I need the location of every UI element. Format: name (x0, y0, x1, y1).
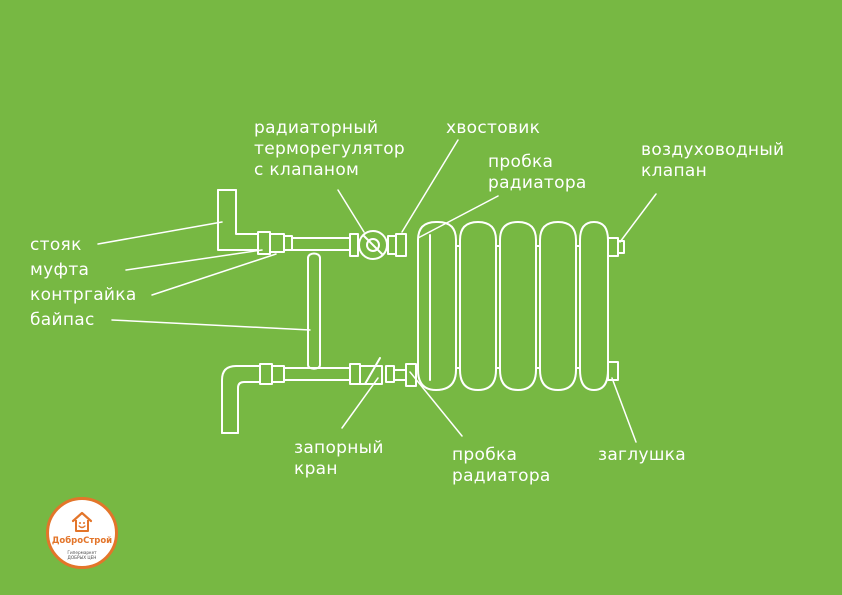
label-line: клапан (641, 161, 707, 181)
top-supply-pipe (291, 237, 351, 251)
label-line: с клапаном (254, 160, 360, 180)
end-cap (607, 361, 619, 381)
brand-logo: ДоброСтрой Гипермаркет ДОБРЫХ ЦЕН (46, 497, 118, 569)
label-line: пробка (488, 152, 554, 172)
label-line: муфта (30, 260, 90, 280)
label-line: радиатора (488, 173, 587, 193)
label-coupling: муфта (30, 260, 89, 281)
logo-tagline-line: ДОБРЫХ ЦЕН (67, 555, 97, 560)
logo-brand-name: ДоброСтрой (51, 536, 113, 546)
label-tail-piece: хвостовик (446, 118, 540, 139)
house-smile-icon (71, 511, 93, 532)
label-end-cap: заглушка (598, 445, 686, 466)
label-radiator-plug-top: пробка радиатора (488, 152, 587, 194)
label-thermostatic-valve: радиаторный терморегулятор с клапаном (254, 118, 405, 181)
label-line: стояк (30, 235, 82, 255)
label-line: контргайка (30, 285, 137, 305)
radiator-body (417, 221, 609, 391)
label-radiator-plug-bottom: пробка радиатора (452, 445, 551, 487)
logo-tagline: Гипермаркет ДОБРЫХ ЦЕН (49, 550, 115, 560)
label-line: заглушка (598, 445, 686, 465)
label-line: радиатора (452, 466, 551, 486)
label-air-valve: воздуховодный клапан (641, 140, 784, 182)
label-bypass: байпас (30, 310, 95, 331)
bottom-return-pipe (221, 363, 351, 434)
label-line: радиаторный (254, 118, 379, 138)
riser-pipe (217, 189, 259, 251)
label-line: терморегулятор (254, 139, 406, 159)
leader-lines (97, 139, 657, 443)
label-line: байпас (30, 310, 95, 330)
thermostatic-valve (349, 230, 407, 260)
label-line: воздуховодный (641, 140, 785, 160)
label-locknut: контргайка (30, 285, 137, 306)
label-line: хвостовик (446, 118, 541, 138)
shutoff-valve (349, 357, 417, 387)
label-line: кран (294, 459, 338, 479)
logo-tagline-line: Гипермаркет (67, 550, 97, 555)
label-line: запорный (294, 438, 384, 458)
top-coupling (257, 231, 293, 255)
label-shutoff-valve: запорный кран (294, 438, 384, 480)
bypass-pipe (307, 252, 321, 370)
label-riser: стояк (30, 235, 82, 256)
label-line: пробка (452, 445, 518, 465)
